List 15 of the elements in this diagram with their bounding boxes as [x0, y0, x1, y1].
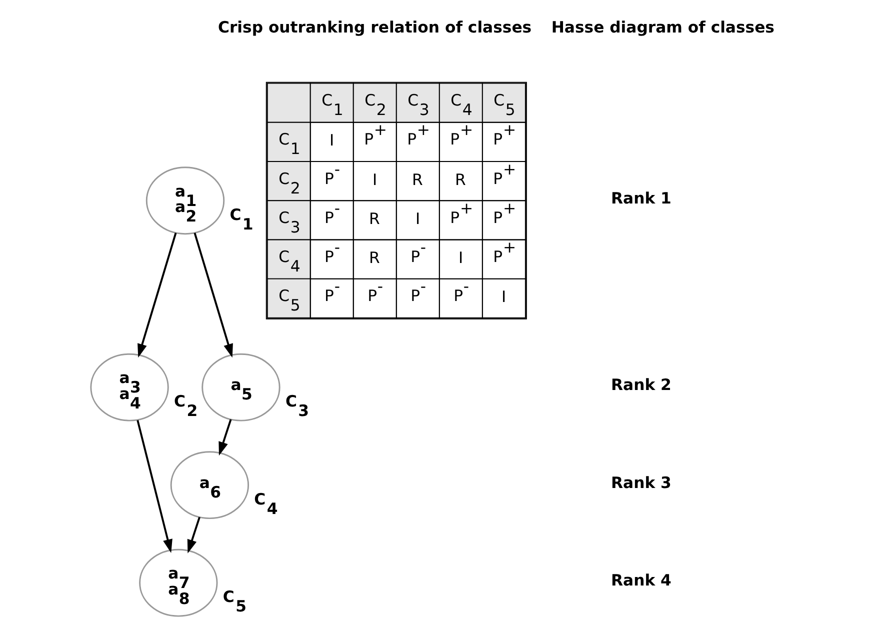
- label: Rank 4: [610, 570, 671, 590]
- label: I: [328, 130, 334, 150]
- label: I: [501, 287, 506, 306]
- label: I: [414, 208, 420, 228]
- label: Crisp outranking relation of classes: [217, 17, 532, 36]
- label: Hasse diagram of classes: [550, 17, 774, 36]
- label: R: [454, 170, 466, 189]
- label: R: [368, 248, 380, 267]
- label: Rank 1: [610, 188, 671, 208]
- label: Rank 2: [610, 375, 671, 394]
- label: I: [458, 248, 463, 267]
- label: R: [412, 170, 422, 189]
- label: Rank 3: [610, 472, 671, 492]
- label: R: [368, 208, 380, 228]
- label: I: [372, 170, 377, 189]
